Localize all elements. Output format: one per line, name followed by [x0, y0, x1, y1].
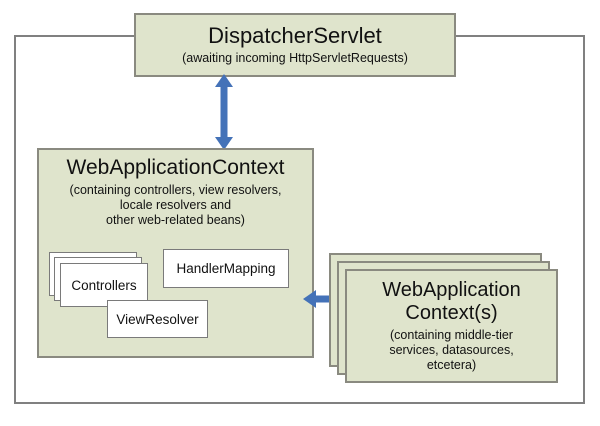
web-application-context-title: WebApplicationContext	[66, 156, 285, 179]
controllers-label: Controllers	[71, 277, 137, 293]
handler-mapping-box[interactable]: HandlerMapping	[163, 249, 289, 288]
web-application-context-subtitle: (containing controllers, view resolvers,…	[69, 183, 282, 228]
dispatcher-to-context-arrow-icon	[215, 74, 233, 150]
dispatcher-servlet-box[interactable]: DispatcherServlet (awaiting incoming Htt…	[134, 13, 456, 77]
handler-mapping-label: HandlerMapping	[176, 261, 276, 276]
root-contexts-title-line1: WebApplication	[382, 279, 521, 302]
controllers-box[interactable]: Controllers	[60, 263, 148, 307]
root-contexts-subtitle: (containing middle-tier services, dataso…	[389, 327, 514, 372]
root-web-application-context-box[interactable]: WebApplication Context(s) (containing mi…	[345, 269, 558, 383]
view-resolver-label: ViewResolver	[116, 311, 199, 327]
root-web-application-contexts-stack[interactable]: WebApplication Context(s) (containing mi…	[329, 253, 564, 393]
web-application-context-header: WebApplicationContext (containing contro…	[39, 156, 312, 228]
view-resolver-box[interactable]: ViewResolver	[107, 300, 208, 338]
dispatcher-servlet-title: DispatcherServlet	[208, 23, 382, 49]
controllers-stack[interactable]: Controllers	[49, 252, 149, 308]
dispatcher-servlet-subtitle: (awaiting incoming HttpServletRequests)	[182, 50, 408, 65]
root-contexts-title-line2: Context(s)	[405, 301, 498, 324]
